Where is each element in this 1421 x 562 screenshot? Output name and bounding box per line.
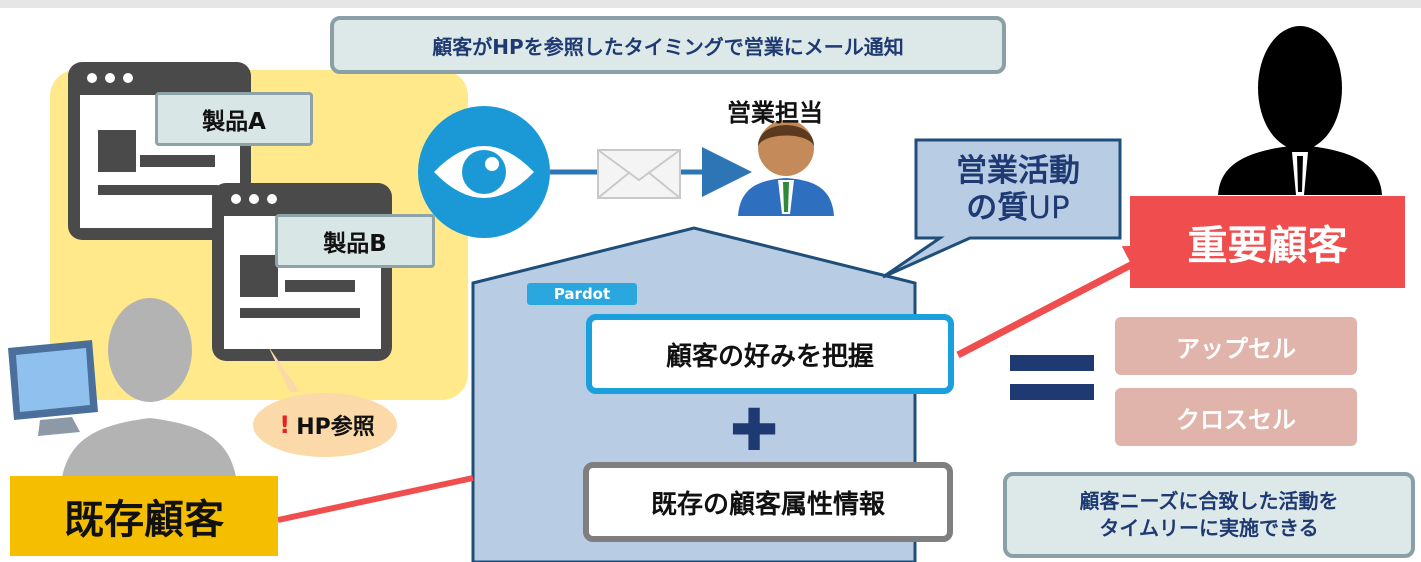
equals-sign: [1010, 355, 1094, 400]
hp-reference-label: HP参照: [296, 415, 375, 440]
note-line-1: 顧客ニーズに合致した活動を: [1079, 489, 1339, 513]
callout-line-1: 営業活動: [956, 152, 1080, 189]
businessman-silhouette-icon: [1218, 26, 1382, 195]
existing-customer-badge: 既存顧客: [10, 476, 278, 556]
crosssell-badge: クロスセル: [1115, 388, 1357, 446]
top-divider: [0, 0, 1421, 8]
customer-attributes-box: 既存の顧客属性情報: [583, 462, 953, 542]
notification-banner: 顧客がHPを参照したタイミングで営業にメール通知: [330, 16, 1006, 74]
callout-line-2-prefix: の質: [966, 190, 1029, 226]
monitor-icon: [8, 340, 98, 436]
plus-icon: ✚: [729, 396, 779, 464]
alert-icon: !: [279, 411, 291, 439]
timely-activity-note: 顧客ニーズに合致した活動を タイムリーに実施できる: [1003, 472, 1415, 558]
product-a-label: 製品A: [155, 92, 313, 146]
callout-line-2: の質UP: [966, 190, 1069, 227]
hp-reference-text: ! HP参照: [262, 407, 392, 443]
callout-bubble: [882, 138, 1122, 279]
arrow-to-important-customer: [956, 245, 1169, 359]
upsell-badge: アップセル: [1115, 317, 1357, 375]
browser-window-icon: [212, 183, 392, 361]
mail-icon: [597, 149, 681, 199]
hp-reference-bubble: [253, 346, 397, 457]
salesperson-icon: [738, 120, 834, 216]
sales-label: 営業担当: [727, 98, 823, 127]
product-b-label: 製品B: [275, 214, 435, 268]
callout-line-2-suffix: UP: [1028, 190, 1070, 226]
important-customer-badge: 重要顧客: [1130, 196, 1405, 288]
note-line-2: タイムリーに実施できる: [1099, 516, 1319, 540]
customer-preference-box: 顧客の好みを把握: [586, 314, 954, 394]
callout-text: 営業活動 の質UP: [916, 144, 1120, 236]
link-line: [277, 475, 474, 523]
pardot-tag: Pardot: [527, 283, 637, 305]
eye-icon: [418, 106, 550, 238]
